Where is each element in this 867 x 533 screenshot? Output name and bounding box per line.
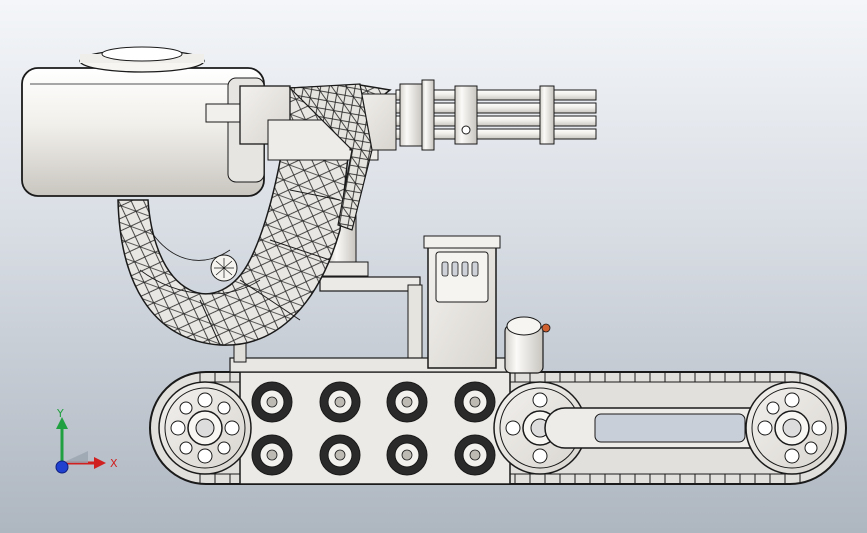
road-wheels [251, 381, 496, 476]
chassis [229, 235, 551, 374]
right-sprocket-wheel [745, 381, 839, 475]
sensor-post [504, 316, 551, 374]
track-assembly [149, 371, 847, 485]
x-axis-head [94, 457, 106, 469]
battery-box [423, 235, 501, 369]
tension-arm [544, 407, 796, 449]
left-sprocket-wheel [158, 381, 252, 475]
minigun [239, 79, 597, 161]
barrel-clamps [399, 79, 555, 151]
orientation-triad: Y X [55, 407, 118, 474]
y-axis-head [56, 417, 68, 429]
y-axis-label: Y [56, 407, 64, 420]
z-axis-dot [55, 460, 69, 474]
feed-chute [288, 83, 373, 231]
gun-barrels [395, 89, 597, 140]
x-axis-label: X [110, 457, 118, 470]
drum-magazine [21, 46, 265, 197]
triad-plane [62, 451, 88, 463]
